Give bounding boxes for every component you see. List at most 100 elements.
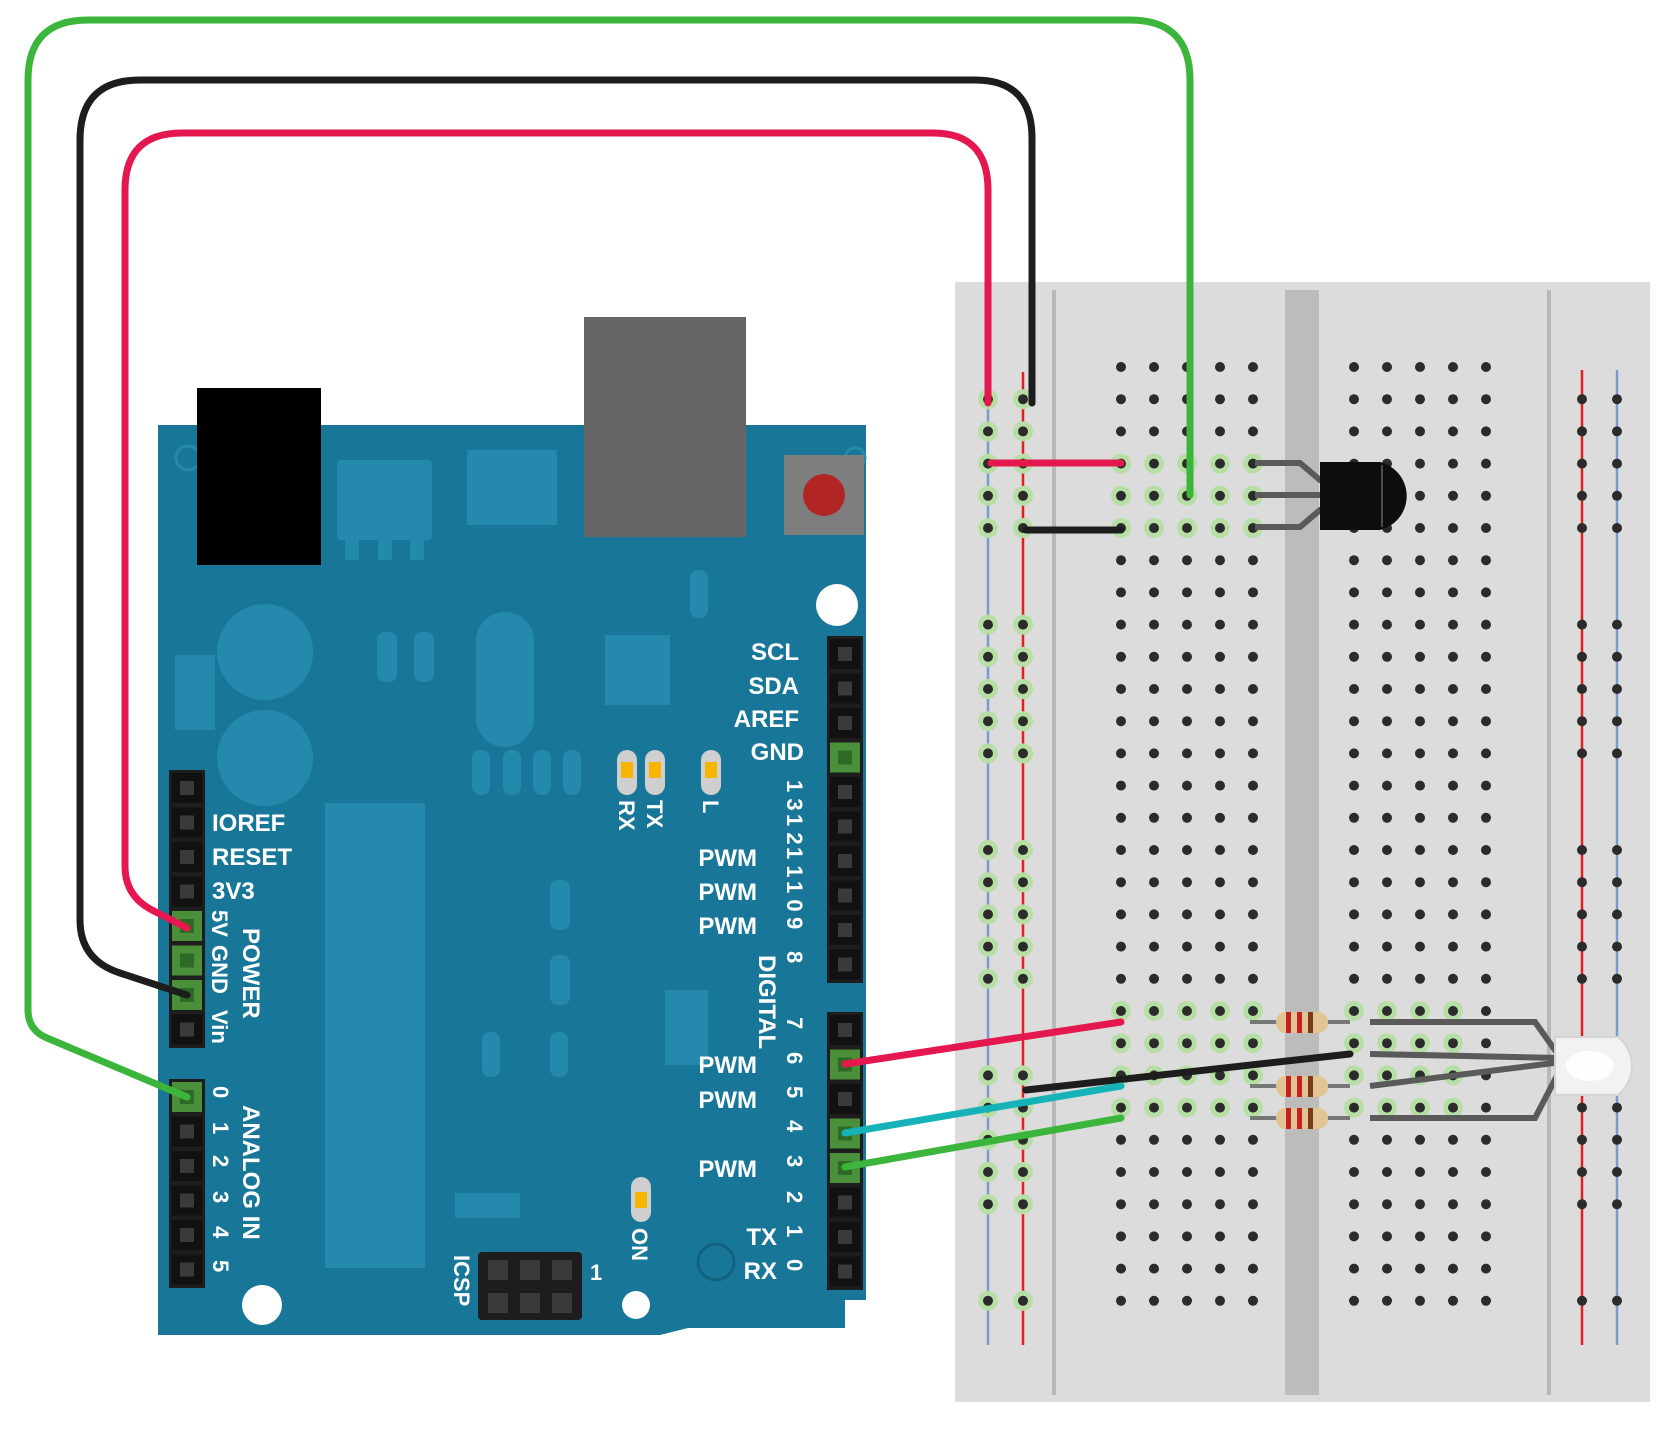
breadboard-hole [1116,684,1126,694]
breadboard-hole [1149,877,1159,888]
rx-led-light [621,762,633,778]
voltage-regulator [337,460,432,540]
breadboard-hole [1481,748,1491,759]
breadboard-hole [1349,619,1359,630]
rail-hole [1018,973,1028,984]
breadboard-hole [1481,1038,1491,1049]
label-d11: 1 1 [782,847,807,878]
breadboard-hole [1481,362,1491,372]
header-pin-core [838,957,852,972]
breadboard-hole [1481,684,1491,694]
rail-hole [1577,1102,1587,1113]
rail-hole [1612,716,1622,727]
icsp-pin [552,1260,572,1280]
rail-hole [1018,394,1028,405]
breadboard-hole [1215,490,1225,501]
atmega328-chip [325,803,425,1268]
breadboard-hole [1248,1231,1258,1242]
regulator-pin-3 [410,535,424,560]
breadboard-hole [1149,619,1159,630]
rail-hole [1577,523,1587,533]
breadboard-hole [1349,1231,1359,1242]
breadboard-hole [1215,1102,1225,1113]
breadboard-hole [1415,1167,1425,1177]
rail-hole [1577,1134,1587,1145]
label-a3: 3 [208,1191,233,1203]
rail-hole [1577,426,1587,437]
rail-hole [1018,877,1028,888]
breadboard-hole [1182,1134,1192,1145]
breadboard-hole [1215,1134,1225,1145]
breadboard-hole [1182,845,1192,855]
breadboard-hole [1215,1167,1225,1177]
breadboard-hole [1382,394,1392,405]
breadboard-hole [1116,1231,1126,1242]
breadboard-hole [1182,651,1192,662]
resistor-array-3 [533,750,551,795]
rail-hole [983,973,993,984]
rail-hole [1612,1199,1622,1210]
rail-hole [1612,845,1622,855]
regulator-pin-2 [378,535,392,560]
rail-hole [1018,651,1028,662]
breadboard-hole [1382,716,1392,727]
rail-hole [1018,909,1028,920]
breadboard-hole [1182,587,1192,598]
rail-hole [1612,651,1622,662]
breadboard-hole [1415,1134,1425,1145]
breadboard-hole [1415,490,1425,501]
breadboard-hole [1116,812,1126,823]
breadboard-hole [1415,716,1425,727]
rail-hole [1018,684,1028,694]
breadboard-hole [1215,523,1225,533]
rail-hole [1577,619,1587,630]
breadboard-hole [1481,1167,1491,1177]
breadboard-hole [1481,1199,1491,1210]
header-pin-core [838,854,852,868]
breadboard-hole [1116,973,1126,984]
breadboard-hole [1248,1263,1258,1274]
label-power: POWER [237,928,264,1019]
breadboard-hole [1149,394,1159,405]
breadboard-hole [1215,555,1225,566]
breadboard-hole [1149,909,1159,920]
breadboard-hole [1349,1167,1359,1177]
breadboard-hole [1116,1295,1126,1306]
label-a1: 1 [208,1122,233,1134]
rail-hole [1018,1199,1028,1210]
rail-hole [1612,458,1622,469]
rail-hole [983,490,993,501]
breadboard-hole [1182,877,1192,888]
breadboard-hole [1116,619,1126,630]
breadboard-hole [1215,716,1225,727]
breadboard-hole [1182,1006,1192,1016]
header-pin-core [180,850,194,864]
breadboard-hole [1116,845,1126,855]
resistor-1-band-1 [1286,1012,1291,1033]
breadboard-hole [1248,1295,1258,1306]
rgb-led [1369,1019,1634,1121]
label-5v: 5V [207,910,232,937]
breadboard-hole [1149,587,1159,598]
breadboard-hole [1149,716,1159,727]
label-pwm-9: PWM [698,913,757,940]
breadboard-hole [1149,812,1159,823]
rail-hole [1018,490,1028,501]
header-pin-core [180,1022,194,1037]
breadboard-hole [1149,1263,1159,1274]
breadboard-hole [1182,812,1192,823]
label-aref: AREF [734,706,799,733]
breadboard-hole [1116,1167,1126,1177]
breadboard-hole [1415,587,1425,598]
rail-hole [1612,1134,1622,1145]
rail-hole [1577,941,1587,952]
label-sda: SDA [748,673,799,700]
breadboard-hole [1481,651,1491,662]
breadboard-hole [1149,1199,1159,1210]
breadboard-hole [1481,1006,1491,1016]
reset-button[interactable] [803,474,845,516]
smd-part-8 [550,1032,568,1077]
rail-hole [1612,394,1622,405]
breadboard-hole [1182,1167,1192,1177]
rail-hole [1577,458,1587,469]
